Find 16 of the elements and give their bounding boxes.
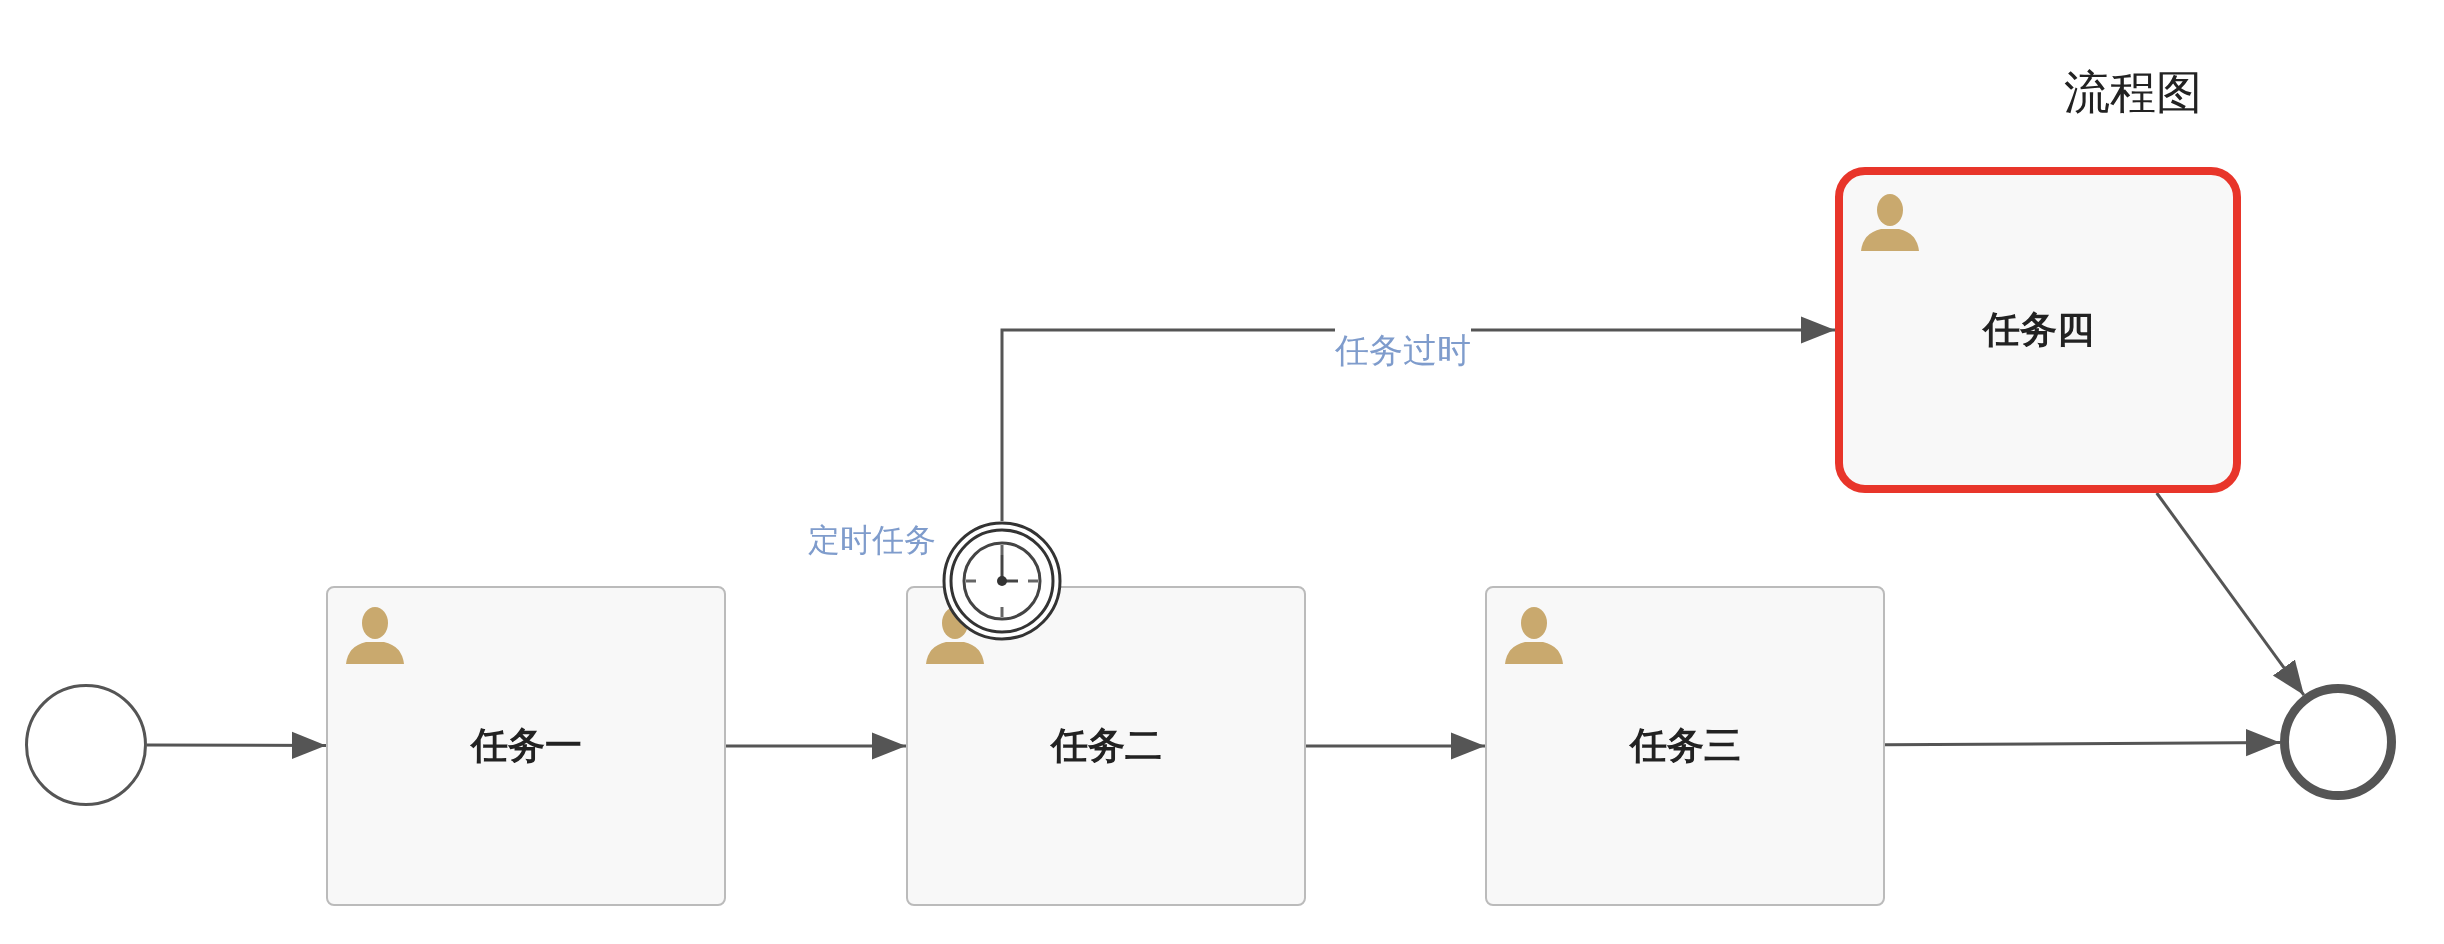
- task-label: 任务三: [1629, 723, 1741, 769]
- arrow: [2155, 492, 2306, 696]
- arrow: [1306, 732, 1485, 760]
- task-box: [326, 586, 726, 906]
- event-label: 定时任务: [808, 520, 936, 561]
- arrow: [726, 732, 906, 760]
- arrow: [147, 731, 326, 759]
- task-label: 任务四: [1982, 307, 2094, 353]
- task-box: [1485, 586, 1885, 906]
- task-label: 任务一: [470, 723, 582, 769]
- arrow: [1885, 729, 2280, 757]
- timer-event: [942, 521, 1062, 641]
- title: 流程图: [2064, 64, 2202, 121]
- task-box: [1835, 167, 2241, 493]
- task-box: [906, 586, 1306, 906]
- task-label: 任务二: [1050, 723, 1162, 769]
